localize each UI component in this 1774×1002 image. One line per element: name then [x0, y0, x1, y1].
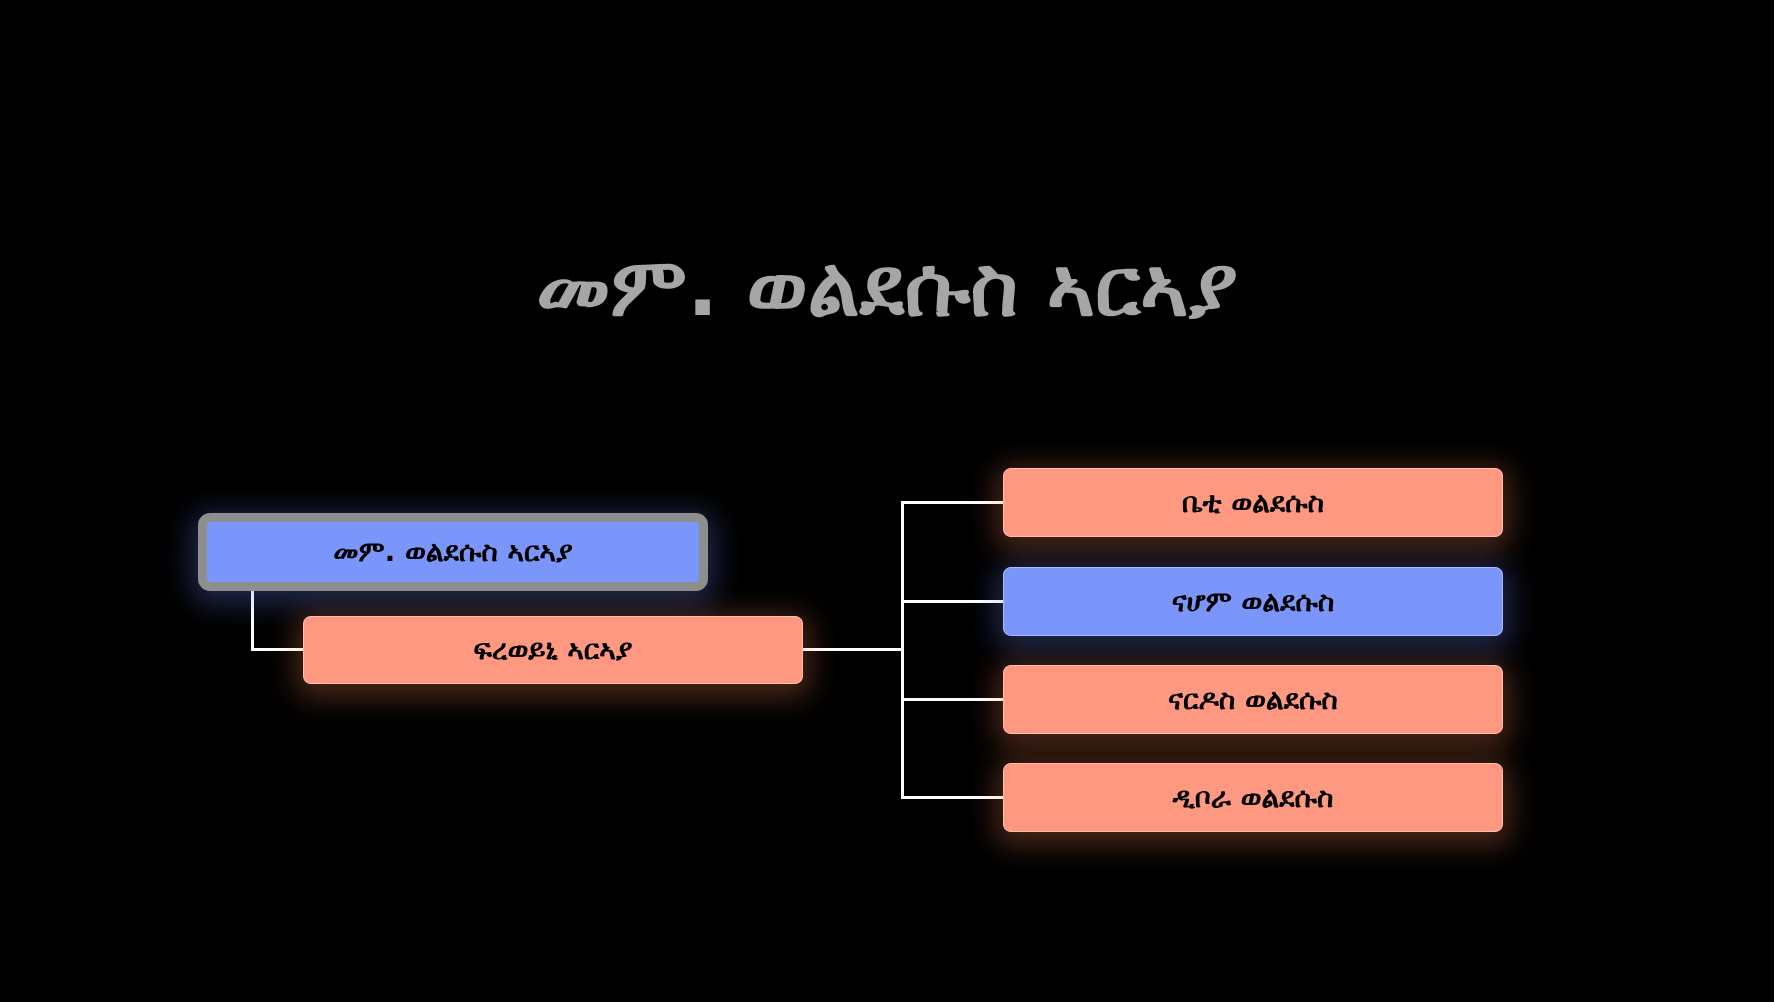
connector-child-4: [901, 796, 1003, 799]
root-node-label: መም. ወልደሱስ ኣርኣያ: [333, 535, 573, 568]
child-node-label: ቤቲ ወልደሱስ: [1181, 485, 1325, 519]
connector-spouse-children: [803, 648, 903, 651]
child-node-label: ናርዶስ ወልደሱስ: [1168, 682, 1338, 716]
child-node-label: ዲቦራ ወልደሱስ: [1172, 780, 1334, 814]
spouse-node[interactable]: ፍረወይኒ ኣርኣያ: [303, 616, 803, 684]
connector-root-spouse-horizontal: [251, 648, 304, 651]
child-node[interactable]: ቤቲ ወልደሱስ: [1003, 468, 1503, 537]
spouse-node-label: ፍረወይኒ ኣርኣያ: [473, 633, 633, 666]
connector-children-vertical: [901, 501, 904, 799]
root-node[interactable]: መም. ወልደሱስ ኣርኣያ: [198, 513, 708, 591]
child-node[interactable]: ዲቦራ ወልደሱስ: [1003, 763, 1503, 832]
connector-child-2: [901, 600, 1003, 603]
diagram-title: መም. ወልደሱስ ኣርኣያ: [536, 240, 1238, 335]
child-node-label: ናሆም ወልደሱስ: [1171, 584, 1335, 618]
connector-child-3: [901, 698, 1003, 701]
child-node[interactable]: ናርዶስ ወልደሱስ: [1003, 665, 1503, 734]
connector-child-1: [901, 501, 1003, 504]
child-node[interactable]: ናሆም ወልደሱስ: [1003, 567, 1503, 636]
connector-root-spouse-vertical: [251, 590, 254, 651]
